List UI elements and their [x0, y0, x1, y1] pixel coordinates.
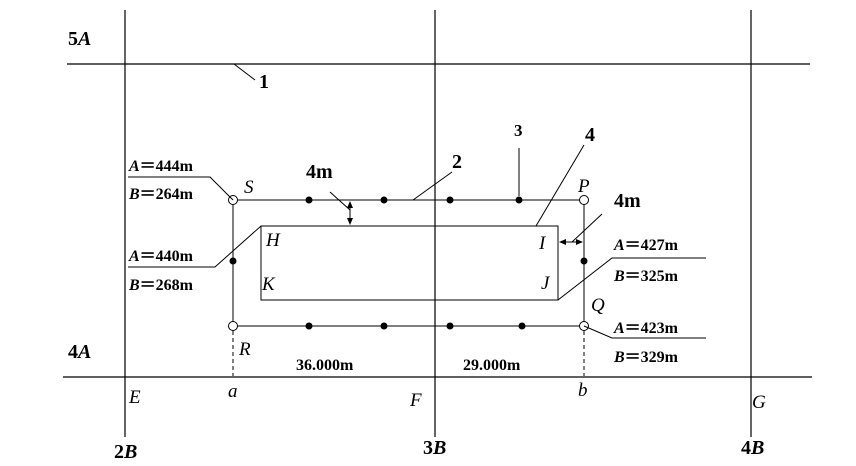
- callout-2: 2: [452, 151, 462, 173]
- point-label-s: S: [244, 177, 254, 198]
- coord-h-b: B＝268m: [128, 277, 194, 294]
- stake-dot: [518, 322, 526, 330]
- stake-dot: [446, 322, 454, 330]
- offset-right-arrowhead-left: [559, 239, 566, 245]
- distance-right: 29.000m: [463, 357, 521, 374]
- offset-top-label: 4m: [306, 161, 333, 183]
- stake-dot: [380, 322, 388, 330]
- corner-point-p: [579, 195, 589, 205]
- point-label-p: P: [577, 176, 590, 197]
- stake-dot: [515, 196, 523, 204]
- coord-j-b: B＝325m: [613, 268, 679, 285]
- coord-s-b: B＝264m: [128, 186, 194, 203]
- point-label-a: a: [228, 381, 238, 402]
- callout-4-leader: [535, 144, 585, 227]
- grid-label-3b: 3B: [423, 437, 446, 459]
- corner-point-r: [228, 321, 238, 331]
- outer-control-rectangle: [232, 199, 585, 327]
- coord-q-leader: [583, 325, 706, 339]
- point-label-q: Q: [591, 295, 605, 316]
- coord-h-leader: [128, 225, 262, 268]
- callout-1-leader: [233, 63, 256, 81]
- coord-j-a: A＝427m: [613, 237, 679, 254]
- grid-label-4b: 4B: [741, 437, 764, 459]
- point-label-h: H: [265, 230, 281, 251]
- building-outline: [260, 225, 559, 301]
- coord-q-a: A＝423m: [613, 320, 679, 337]
- stake-dot: [380, 196, 388, 204]
- point-label-b: b: [578, 380, 588, 401]
- coord-j-leader: [557, 257, 706, 301]
- coord-h-a: A＝440m: [128, 248, 194, 265]
- stake-dot: [305, 196, 313, 204]
- stake-dot: [580, 257, 588, 265]
- point-label-i: I: [538, 233, 547, 254]
- point-label-r: R: [238, 339, 251, 360]
- offset-top-arrowhead-down: [347, 218, 353, 225]
- point-label-f: F: [409, 390, 422, 411]
- offset-top-leader: [329, 191, 351, 211]
- coord-s-leader: [128, 176, 234, 201]
- stake-dot: [446, 196, 454, 204]
- callout-4: 4: [585, 124, 595, 146]
- offset-top-arrowhead-up: [347, 201, 353, 208]
- point-label-k: K: [261, 274, 276, 295]
- point-label-g: G: [752, 392, 766, 413]
- distance-left: 36.000m: [296, 357, 354, 374]
- grid-label-5a: 5A: [68, 28, 91, 50]
- callout-2-leader: [412, 171, 453, 201]
- coord-s-a: A＝444m: [128, 158, 194, 175]
- grid-label-4a: 4A: [68, 341, 91, 363]
- grid-label-2b: 2B: [114, 441, 137, 463]
- callout-3: 3: [514, 121, 523, 140]
- offset-right-arrowhead-right: [576, 239, 583, 245]
- coord-q-b: B＝329m: [613, 349, 679, 366]
- point-label-j: J: [541, 273, 551, 294]
- stake-dot: [305, 322, 313, 330]
- offset-right-leader: [571, 213, 603, 243]
- offset-right-label: 4m: [614, 190, 641, 212]
- stake-dot: [229, 257, 237, 265]
- point-label-e: E: [128, 387, 141, 408]
- callout-1: 1: [259, 71, 269, 93]
